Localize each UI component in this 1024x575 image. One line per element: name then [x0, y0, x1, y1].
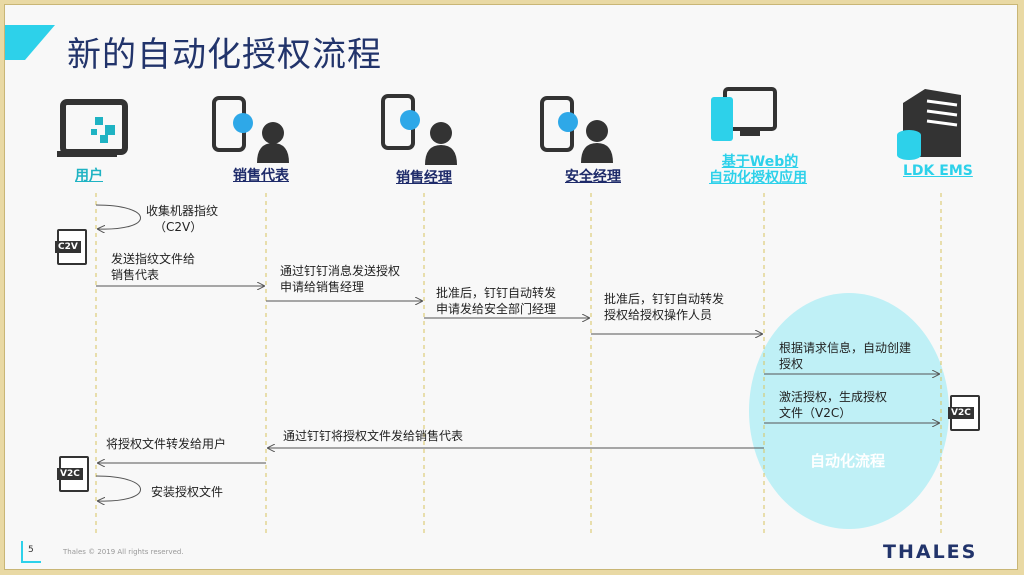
security-manager-icon	[540, 96, 613, 163]
lifelines	[95, 193, 942, 533]
msg-line: 申请给销售经理	[280, 280, 365, 294]
msg-line: 授权	[779, 357, 804, 371]
msg-line: 激活授权，生成授权	[779, 390, 888, 404]
message-send-fingerprint: 发送指纹文件给销售代表	[111, 251, 195, 283]
message-activate-license: 激活授权，生成授权文件（V2C）	[779, 389, 887, 421]
automation-bubble	[749, 293, 949, 529]
actor-sales-rep: 销售代表	[233, 168, 289, 184]
web-app-computer-icon	[711, 87, 777, 141]
sales-manager-icon	[381, 94, 457, 165]
actor-web-app-line2: 自动化授权应用	[709, 170, 807, 186]
msg-line: 文件（V2C）	[779, 406, 852, 420]
actor-security-manager: 安全经理	[565, 169, 621, 185]
actor-ldk-ems: LDK EMS	[903, 163, 973, 179]
msg-line: 授权给授权操作人员	[604, 308, 713, 322]
automation-label: 自动化流程	[810, 452, 886, 470]
file-tag: C2V	[55, 241, 81, 253]
msg-line: 发送指纹文件给	[111, 252, 196, 266]
thales-logo: THALES	[883, 541, 978, 563]
actor-sales-manager: 销售经理	[396, 170, 452, 186]
message-forward-to-user: 将授权文件转发给用户	[106, 437, 227, 451]
msg-line: 批准后，钉钉自动转发	[436, 286, 557, 300]
message-collect-fingerprint: 收集机器指纹 （C2V）	[146, 203, 218, 235]
page-number-bracket	[21, 541, 41, 563]
message-install-license: 安装授权文件	[151, 485, 224, 499]
message-send-to-sales-rep: 通过钉钉将授权文件发给销售代表	[283, 429, 464, 443]
file-tag: V2C	[948, 407, 974, 419]
msg-line: 销售代表	[111, 268, 160, 282]
msg-line: 收集机器指纹	[146, 204, 219, 218]
diagram-canvas	[5, 25, 961, 533]
slide: 新的自动化授权流程 用户 销售代表 销售经理 安全经理 基于Web的 自动化授权…	[4, 4, 1018, 570]
message-forward-operator: 批准后，钉钉自动转发授权给授权操作人员	[604, 291, 724, 323]
file-tag: V2C	[57, 468, 83, 480]
actor-web-app-line1: 基于Web的	[721, 154, 799, 170]
msg-line: 通过钉钉消息发送授权	[280, 264, 401, 278]
v2c-file-icon: V2C	[948, 395, 980, 431]
server-database-icon	[897, 89, 961, 160]
laptop-icon	[57, 99, 128, 157]
arrows	[95, 204, 939, 501]
actor-user: 用户	[75, 168, 103, 184]
title-accent	[5, 25, 55, 60]
msg-line: 批准后，钉钉自动转发	[604, 292, 725, 306]
msg-line: 申请发给安全部门经理	[436, 302, 557, 316]
page-number: 5	[28, 545, 34, 555]
msg-line: （C2V）	[154, 220, 203, 234]
msg-line: 根据请求信息，自动创建	[779, 341, 912, 355]
message-forward-security: 批准后，钉钉自动转发申请发给安全部门经理	[436, 285, 556, 317]
v2c-file-icon-user: V2C	[57, 456, 89, 492]
message-create-license: 根据请求信息，自动创建授权	[779, 340, 911, 372]
page-title: 新的自动化授权流程	[67, 35, 382, 75]
copyright: Thales © 2019 All rights reserved.	[63, 548, 184, 556]
c2v-file-icon: C2V	[55, 229, 87, 265]
message-request-approval: 通过钉钉消息发送授权申请给销售经理	[280, 263, 400, 295]
sales-rep-icon	[212, 96, 289, 163]
